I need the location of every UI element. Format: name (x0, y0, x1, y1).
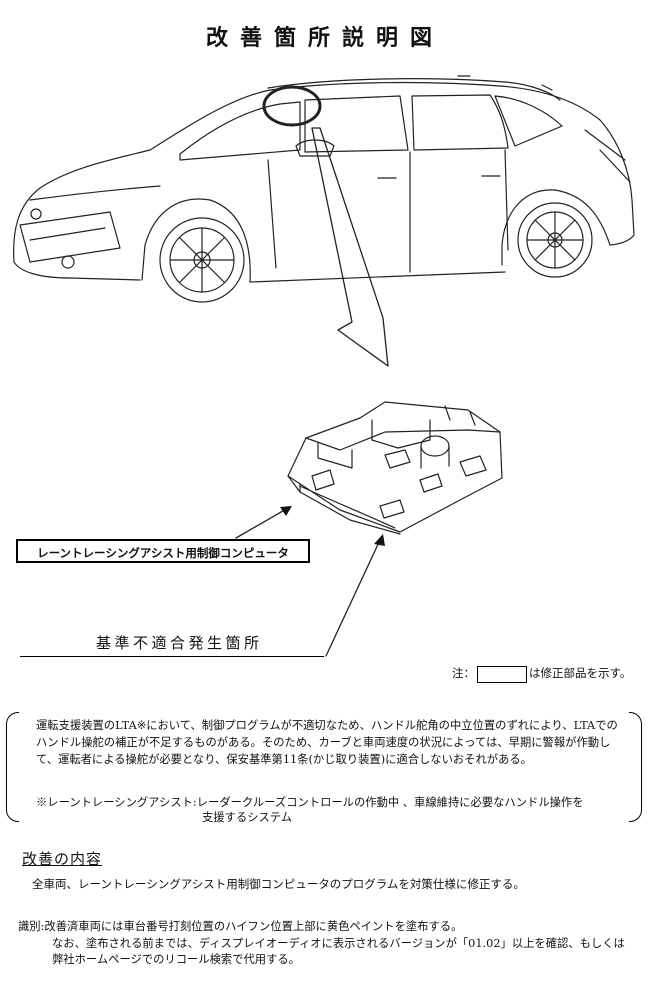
identification-line2: なお、塗布される前までは、ディスプレイオーディオに表示されるバージョンが「01.… (52, 937, 625, 966)
defect-arrowhead (374, 534, 385, 546)
bracket-right (629, 712, 642, 822)
bracket-left (6, 712, 19, 822)
ecu-illustration (287, 401, 503, 535)
defect-label-underline (20, 656, 324, 657)
legend-box (477, 665, 527, 683)
part-leader-line (235, 507, 289, 539)
pointer-arrow (311, 127, 389, 367)
page-title: 改善箇所説明図 (205, 25, 444, 51)
defect-leader-line (325, 539, 381, 657)
defect-description: 運転支援装置のLTA※において、制御プログラムが不適切なため、ハンドル舵角の中立… (36, 719, 618, 766)
identification-line1: 識別:改善済車両には車台番号打刻位置のハイフン位置上部に黄色ペイントを塗布する。 (18, 920, 463, 933)
part-label: レーントレーシングアシスト用制御コンピュータ (16, 539, 310, 563)
part-arrowhead (280, 506, 292, 516)
defect-location-label: 基準不適合発生箇所 (96, 634, 263, 652)
remedy-heading: 改善の内容 (22, 850, 103, 868)
remedy-body: 全車両、レーントレーシングアシスト用制御コンピュータのプログラムを対策仕様に修正… (32, 877, 525, 891)
car-illustration (13, 75, 635, 303)
highlight-circle (262, 85, 322, 127)
lta-definition-line2: 支援するシステム (202, 811, 293, 824)
note-prefix: 注： (452, 666, 475, 680)
lta-definition: ※レーントレーシングアシスト:レーダークルーズコントロールの作動中 、車線維持に… (36, 795, 626, 825)
legend-note: 注： は修正部品を示す。 (452, 665, 631, 683)
vehicle-diagram (13, 75, 635, 657)
lta-definition-line1: ※レーントレーシングアシスト:レーダークルーズコントロールの作動中 、車線維持に… (36, 796, 584, 809)
note-suffix: は修正部品を示す。 (529, 666, 632, 680)
